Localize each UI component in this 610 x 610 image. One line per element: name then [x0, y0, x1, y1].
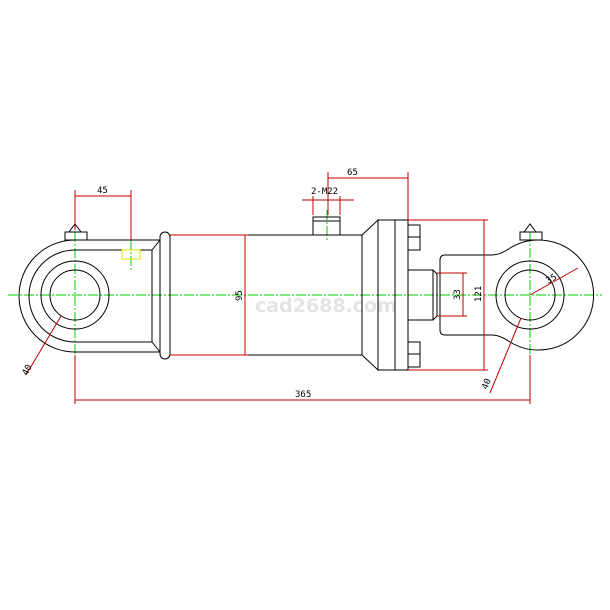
watermark: cad2688.com — [255, 295, 397, 317]
dim-right-inner-radius: 35 — [545, 273, 559, 287]
dim-left-eye-radius: 40 — [21, 363, 35, 377]
dim-port-to-flange: 65 — [347, 168, 358, 178]
cylinder-barrel — [159, 216, 438, 372]
dim-flange-height: 121 — [474, 286, 484, 302]
dim-rod: 33 — [453, 289, 463, 300]
right-rod-eye — [439, 223, 595, 351]
dim-right-eye-radius: 40 — [481, 377, 494, 391]
dim-pin-offset: 45 — [97, 186, 108, 196]
left-rod-eye — [18, 223, 161, 353]
dimension-lines — [25, 172, 579, 404]
dim-overall-length: 365 — [295, 390, 311, 400]
dim-bore: 95 — [235, 290, 245, 301]
dim-port-thread: 2-M22 — [311, 187, 338, 197]
